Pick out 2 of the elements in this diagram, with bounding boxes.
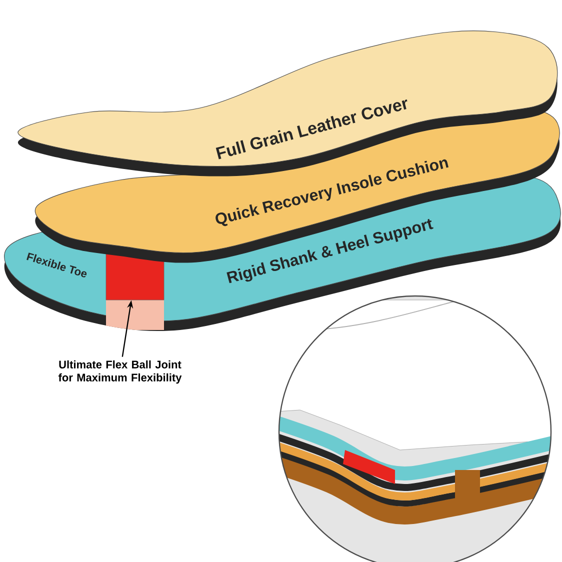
- flex-joint-block: [106, 254, 164, 330]
- callout-text: Ultimate Flex Ball Joint for Maximum Flexibility: [58, 360, 182, 384]
